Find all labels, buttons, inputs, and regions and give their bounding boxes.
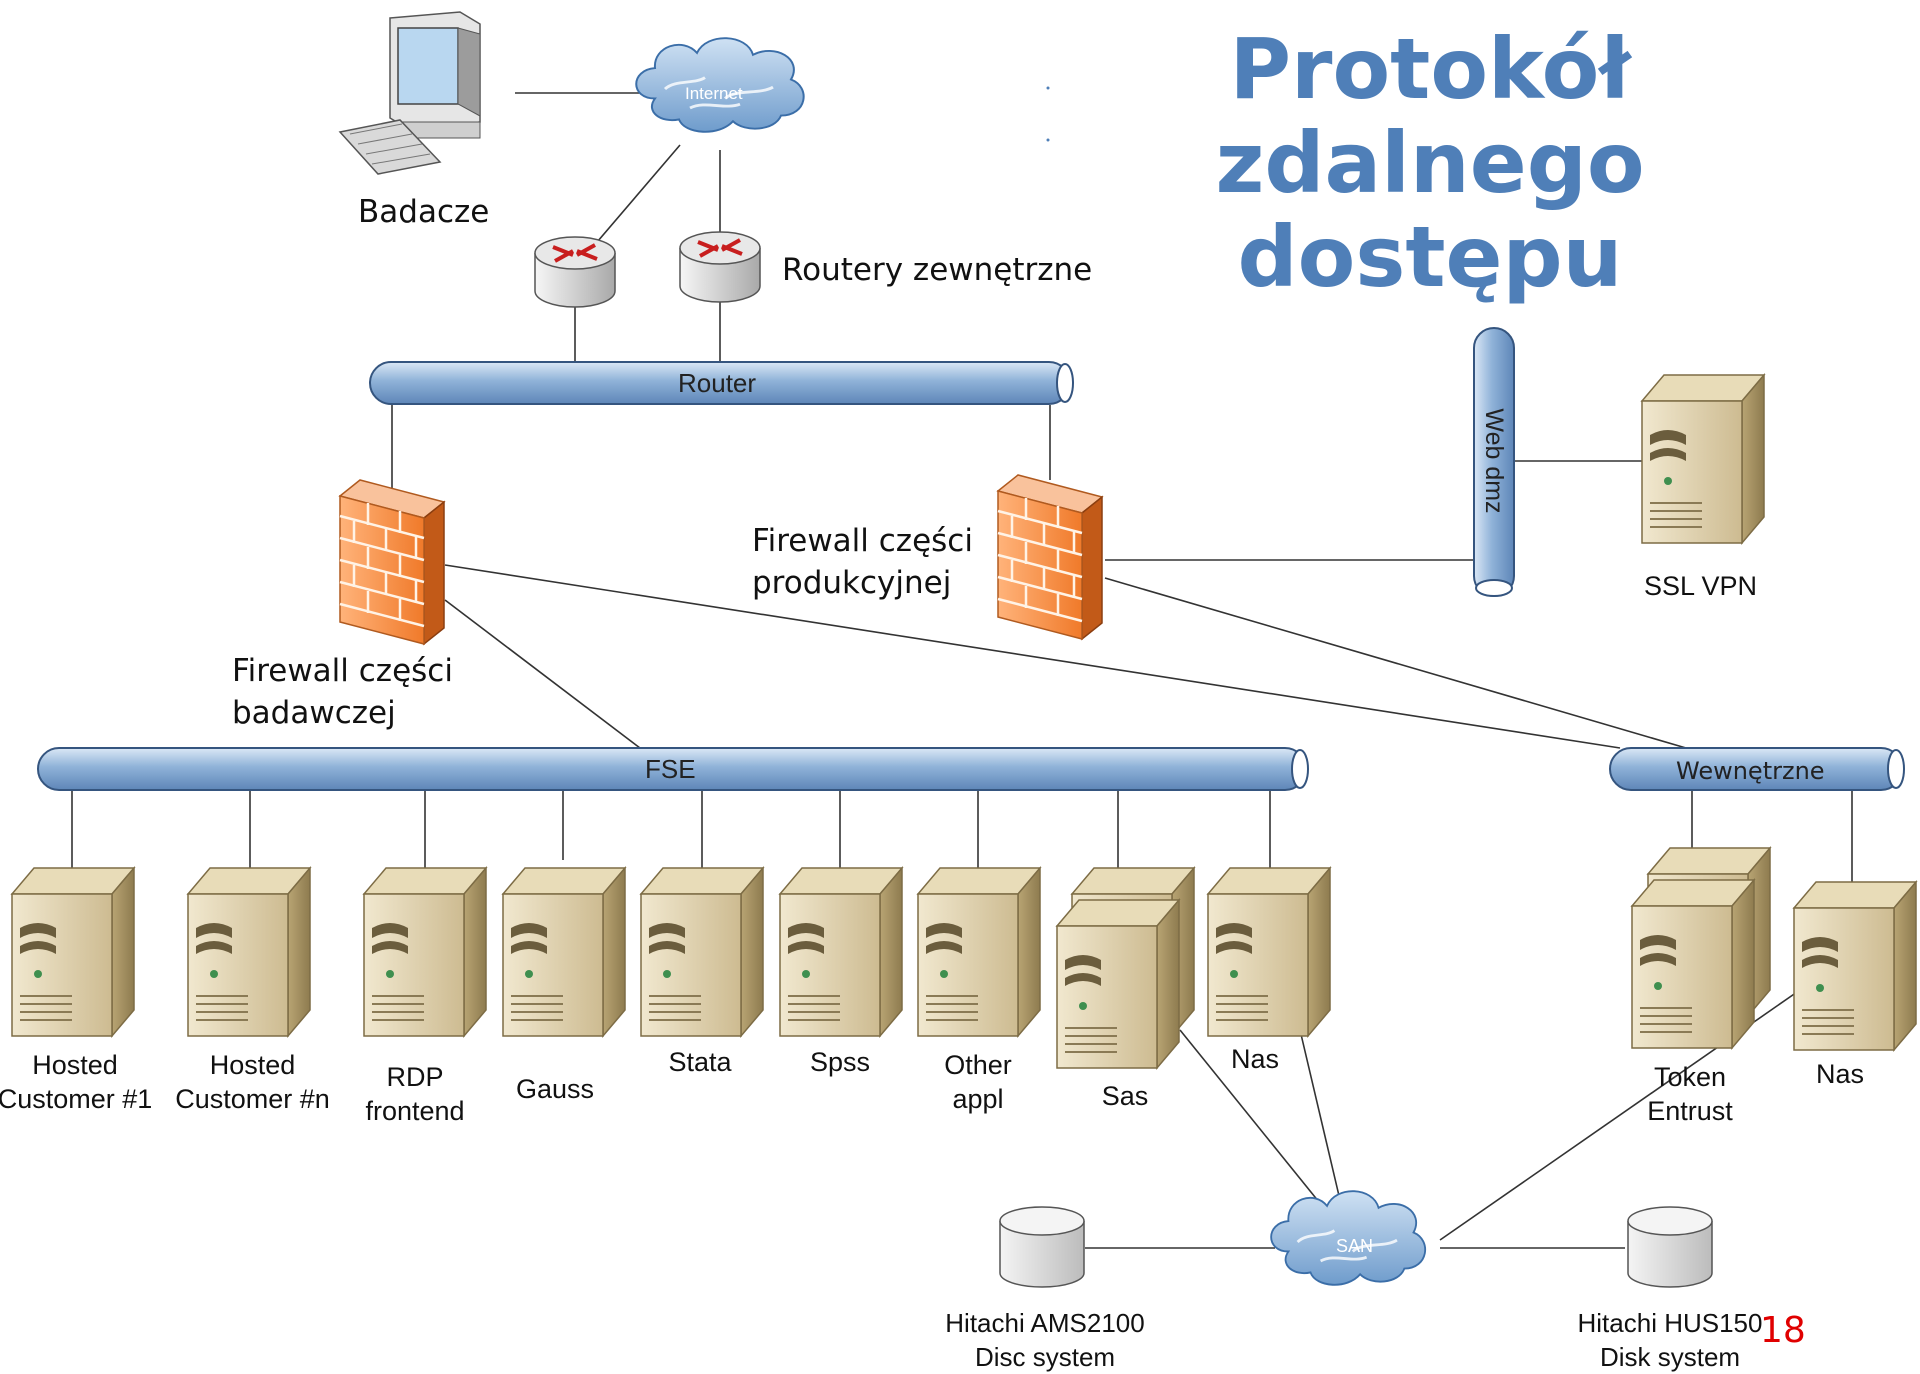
server-label-line1: Other — [944, 1050, 1012, 1080]
server-icon — [917, 867, 1041, 1037]
server-icon — [1793, 881, 1917, 1051]
server-label: Other appl — [913, 1048, 1043, 1116]
connection-lines — [71, 92, 1853, 1249]
bus-router-label: Router — [678, 368, 757, 398]
server-label-line1: RDP — [386, 1062, 444, 1092]
router-icon — [533, 235, 617, 309]
workstation-icon — [338, 11, 481, 175]
server-label: Token Entrust — [1620, 1060, 1760, 1128]
firewall-production-label: Firewall części produkcyjnej — [752, 520, 973, 604]
bus-fse — [37, 747, 1309, 791]
firewall-research-icon — [338, 478, 446, 646]
firewall-research-label: Firewall części badawczej — [232, 650, 453, 734]
server-label: Sas — [1101, 1081, 1149, 1111]
san-cloud-label: SAN — [1336, 1236, 1374, 1256]
storage-label-line2: Disk system — [1599, 1342, 1741, 1372]
storage-label-line1: Hitachi HUS150 — [1577, 1308, 1763, 1338]
server-label: Nas — [1815, 1059, 1864, 1089]
server-icon — [363, 867, 487, 1037]
bus-router — [369, 361, 1074, 405]
external-routers-label: Routery zewnętrzne — [782, 252, 1093, 288]
server-label-line2: frontend — [365, 1096, 465, 1126]
server-icon — [11, 867, 135, 1037]
disk-ams2100-icon — [999, 1206, 1085, 1288]
firewall-production-label-line2: produkcyjnej — [752, 565, 952, 601]
server-label: Stata — [668, 1047, 732, 1077]
server-label-line2: Entrust — [1647, 1096, 1733, 1126]
firewall-production-icon — [996, 473, 1104, 641]
bus-web-dmz-label: Web dmz — [1480, 408, 1508, 514]
server-label: Gauss — [515, 1074, 595, 1104]
server-label: Nas — [1230, 1044, 1279, 1074]
server-label: Hosted Customer #n — [150, 1048, 355, 1116]
server-icon — [187, 867, 311, 1037]
slide-number: 18 — [1760, 1310, 1806, 1351]
storage-label-line2: Disc system — [974, 1342, 1116, 1372]
bus-web-dmz — [1473, 327, 1515, 597]
server-icon — [502, 867, 626, 1037]
server-icon — [1056, 899, 1180, 1069]
server-label: RDP frontend — [345, 1060, 485, 1128]
router-icon — [678, 230, 762, 304]
server-icon — [1631, 879, 1755, 1049]
bus-internal — [1609, 747, 1905, 791]
server-icon — [1207, 867, 1331, 1037]
researchers-label: Badacze — [358, 194, 490, 230]
bus-fse-label: FSE — [645, 754, 696, 784]
server-label-line2: Customer #1 — [0, 1084, 153, 1114]
server-label: Spss — [809, 1047, 871, 1077]
slide-title: Protokół zdalnego dostępu — [1215, 20, 1645, 307]
server-ssl-vpn-icon — [1641, 374, 1765, 544]
server-label: Hosted Customer #1 — [0, 1048, 180, 1116]
server-icon — [779, 867, 903, 1037]
storage-label-line1: Hitachi AMS2100 — [945, 1308, 1145, 1338]
firewall-production-label-line1: Firewall części — [752, 523, 973, 559]
storage-label: Hitachi HUS150 Disk system — [1540, 1306, 1800, 1374]
storage-label: Hitachi AMS2100 Disc system — [910, 1306, 1180, 1374]
server-label-line1: Token — [1653, 1062, 1727, 1092]
server-label-line1: Hosted — [32, 1050, 118, 1080]
server-label-line2: appl — [952, 1084, 1004, 1114]
server-icon — [640, 867, 764, 1037]
server-label-line1: Hosted — [209, 1050, 296, 1080]
disk-hus150-icon — [1627, 1206, 1713, 1288]
server-label-line2: Customer #n — [175, 1084, 330, 1114]
ssl-vpn-label: SSL VPN — [1644, 571, 1758, 601]
firewall-research-label-line2: badawczej — [232, 695, 396, 731]
firewall-research-label-line1: Firewall części — [232, 653, 453, 689]
bus-internal-label: Wewnętrzne — [1676, 757, 1825, 785]
internet-cloud-label: Internet — [685, 84, 743, 103]
